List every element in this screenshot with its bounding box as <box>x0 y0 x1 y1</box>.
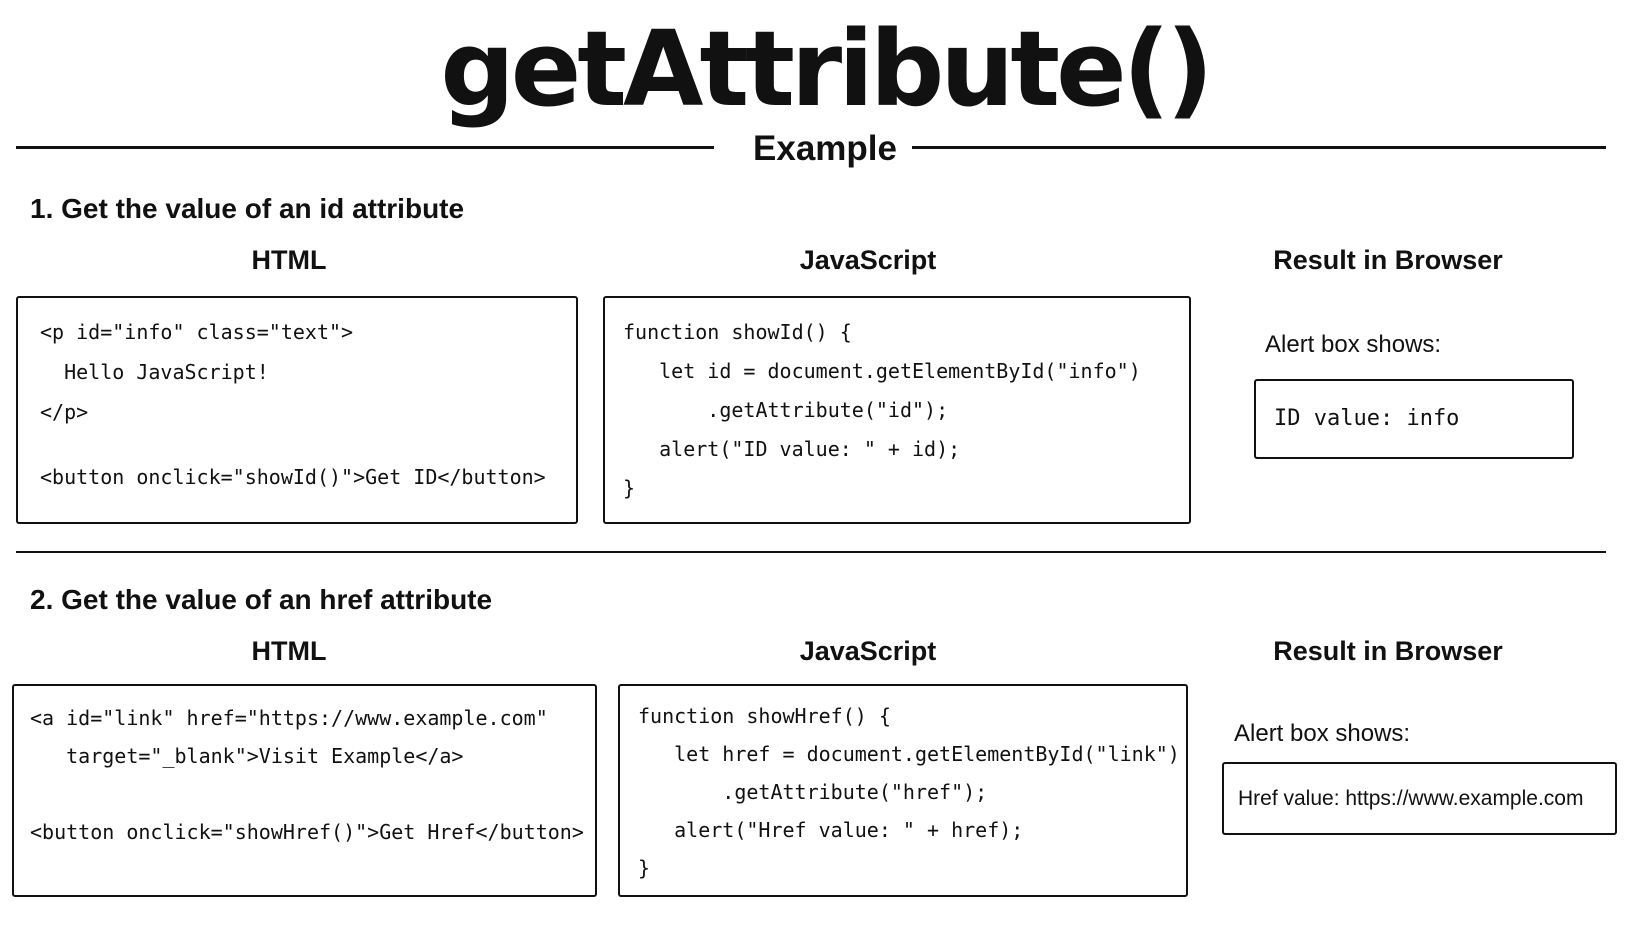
code-line: target="_blank">Visit Example</a> <box>30 744 464 768</box>
code-line: <a id="link" href="https://www.example.c… <box>30 706 548 730</box>
code-line: alert("ID value: " + id); <box>623 437 961 461</box>
section-heading: 1. Get the value of an id attribute <box>30 193 465 224</box>
alert-box: ID value: info <box>1254 379 1574 459</box>
column-heading-html: HTML <box>251 245 327 275</box>
code-line: Hello JavaScript! <box>40 360 269 384</box>
subtitle-rule-right <box>912 146 1606 149</box>
column-heading-result: Result in Browser <box>1273 636 1503 666</box>
page-title: getAttribute() <box>440 8 1213 130</box>
code-line: <p id="info" class="text"> <box>40 320 354 344</box>
column-heading-html: HTML <box>251 636 327 666</box>
code-line: <button onclick="showId()">Get ID</butto… <box>40 465 546 489</box>
code-line: let href = document.getElementById("link… <box>638 742 1180 766</box>
subtitle-rule-left <box>16 146 714 149</box>
subtitle: Example <box>753 129 897 168</box>
result-label: Alert box shows: <box>1234 720 1411 747</box>
code-line: alert("Href value: " + href); <box>638 818 1024 842</box>
section-heading: 2. Get the value of an href attribute <box>30 584 493 615</box>
code-line: <button onclick="showHref()">Get Href</b… <box>30 820 584 844</box>
column-heading-javascript: JavaScript <box>799 636 937 666</box>
code-line: function showId() { <box>623 320 852 344</box>
js-code-box: function showHref() { let href = documen… <box>618 684 1188 897</box>
column-heading-result: Result in Browser <box>1273 245 1503 275</box>
column-heading-javascript: JavaScript <box>799 245 937 275</box>
alert-text: ID value: info <box>1274 406 1460 431</box>
html-code-box: <p id="info" class="text"> Hello JavaScr… <box>16 296 578 524</box>
alert-box: Href value: https://www.example.com <box>1222 762 1617 835</box>
code-line: } <box>623 476 636 500</box>
code-line: let id = document.getElementById("info") <box>623 359 1141 383</box>
code-line: function showHref() { <box>638 704 891 728</box>
code-line: .getAttribute("id"); <box>623 398 949 422</box>
code-line: .getAttribute("href"); <box>638 780 988 804</box>
alert-text: Href value: https://www.example.com <box>1238 787 1584 810</box>
html-code-box: <a id="link" href="https://www.example.c… <box>12 684 597 897</box>
code-line: </p> <box>40 400 89 424</box>
section-divider <box>16 551 1606 553</box>
js-code-box: function showId() { let id = document.ge… <box>603 296 1191 524</box>
result-label: Alert box shows: <box>1265 331 1442 358</box>
code-line: } <box>638 856 651 880</box>
